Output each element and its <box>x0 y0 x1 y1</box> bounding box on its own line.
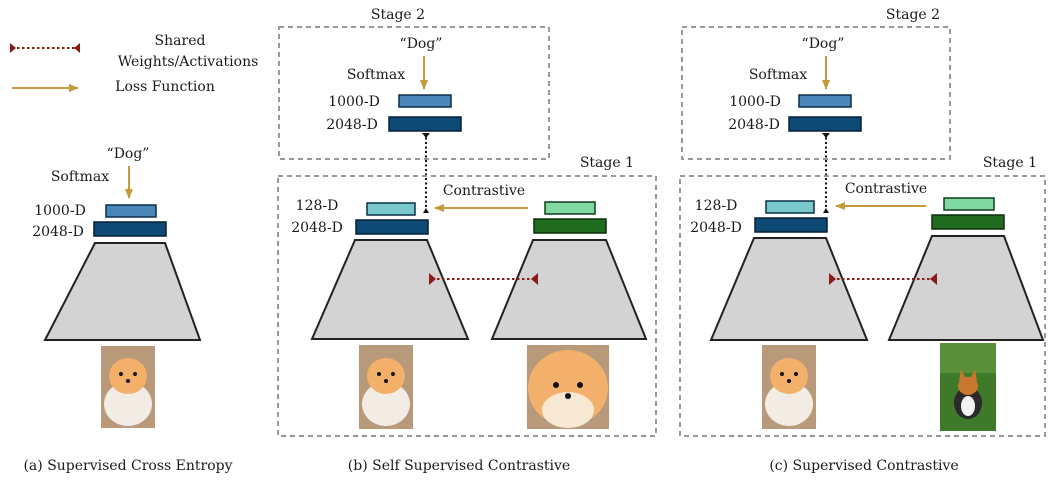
panel-c-stage2-box <box>681 26 951 160</box>
caption-b: (b) Self Supervised Contrastive <box>348 458 570 474</box>
panel-c-softmax-label: Softmax <box>749 67 807 83</box>
panel-a-softmax-label: Softmax <box>51 169 109 185</box>
panel-c-stage1-label: Stage 1 <box>983 155 1037 171</box>
panel-b-pomeranian-image <box>359 345 413 429</box>
panel-c-2048d-label-stage2: 2048-D <box>728 117 780 133</box>
legend: Shared Weights/Activations Loss Function <box>10 33 258 95</box>
panel-b-2048d-layer <box>355 219 429 235</box>
panel-c-2048d-layer-stage2 <box>788 116 862 132</box>
panel-b-2048d-label-stage2: 2048-D <box>326 117 378 133</box>
panel-b-right-embed-layer <box>533 218 607 234</box>
panel-b-stage2-label: Stage 2 <box>371 7 425 23</box>
panel-b-right-proj-layer <box>544 201 596 215</box>
panel-c-dog-label: “Dog” <box>802 36 845 52</box>
panel-c-left-encoder <box>709 237 869 341</box>
legend-shared-line1: Shared <box>155 33 206 49</box>
panel-c-right-encoder <box>887 235 1045 341</box>
panel-b-left-encoder <box>310 239 470 340</box>
panel-b-2048d-layer-stage2 <box>388 116 462 132</box>
panel-c: Stage 2 “Dog” Softmax 1000-D 2048-D Stag… <box>679 7 1046 474</box>
panel-a-dog-label: “Dog” <box>107 146 150 162</box>
panel-b-2048d-label: 2048-D <box>291 220 343 236</box>
legend-loss: Loss Function <box>115 79 215 95</box>
panel-c-corgi-image <box>940 343 996 431</box>
panel-c-1000d-label: 1000-D <box>729 94 781 110</box>
panel-b-stage2-box <box>278 26 550 160</box>
shared-weights-legend-icon <box>10 43 80 53</box>
panel-c-right-proj-layer <box>943 197 995 211</box>
panel-b-stage1-box <box>277 175 657 437</box>
panel-a-encoder <box>43 242 202 341</box>
panel-b-stage1-label: Stage 1 <box>580 155 634 171</box>
panel-c-2048d-layer <box>754 217 828 233</box>
panel-a-1000d-layer <box>105 204 157 218</box>
panel-b-1000d-label: 1000-D <box>328 94 380 110</box>
panel-c-stage2-label: Stage 2 <box>886 7 940 23</box>
panel-b-1000d-layer <box>398 94 452 108</box>
panel-b-shared-weights-link <box>429 273 538 285</box>
panel-b: Stage 2 “Dog” Softmax 1000-D 2048-D Stag… <box>277 7 657 474</box>
panel-a: “Dog” Softmax 1000-D 2048-D (a) Supervis… <box>23 146 232 474</box>
panel-c-128d-label: 128-D <box>695 198 738 214</box>
panel-a-pomeranian-image <box>101 346 155 428</box>
caption-c: (c) Supervised Contrastive <box>769 458 958 474</box>
panel-b-pomeranian-crop-image <box>527 345 609 429</box>
caption-a: (a) Supervised Cross Entropy <box>23 458 232 474</box>
panel-c-128d-layer <box>765 200 815 214</box>
panel-b-right-encoder <box>490 239 648 340</box>
panel-c-right-embed-layer <box>931 214 1005 230</box>
panel-c-stage1-box <box>679 175 1046 437</box>
panel-b-contrastive-label: Contrastive <box>443 183 525 199</box>
panel-a-2048d-layer <box>93 221 167 237</box>
panel-b-128d-label: 128-D <box>296 198 339 214</box>
panel-a-1000d-label: 1000-D <box>34 203 86 219</box>
panel-b-dog-label: “Dog” <box>400 36 443 52</box>
panel-c-1000d-layer <box>798 94 852 108</box>
panel-a-2048d-label: 2048-D <box>32 224 84 240</box>
legend-shared-line2: Weights/Activations <box>118 54 259 70</box>
panel-b-softmax-label: Softmax <box>347 67 405 83</box>
panel-c-2048d-label: 2048-D <box>690 220 742 236</box>
panel-b-128d-layer <box>366 202 416 216</box>
panel-c-pomeranian-image <box>762 345 816 429</box>
panel-c-contrastive-label: Contrastive <box>845 181 927 197</box>
panel-c-shared-weights-link <box>829 273 937 285</box>
